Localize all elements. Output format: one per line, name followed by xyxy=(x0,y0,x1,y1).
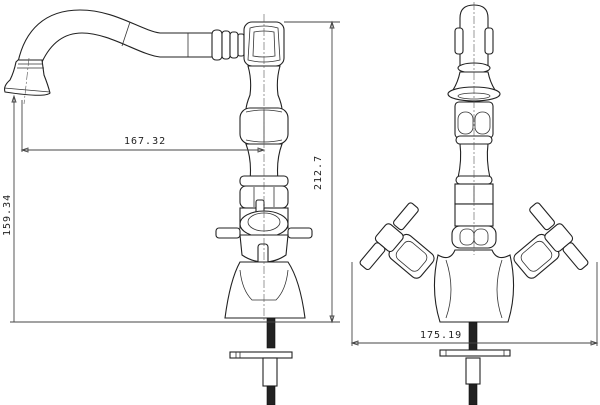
dimension-spout-height: 159.34 xyxy=(2,193,13,236)
side-view xyxy=(3,9,313,405)
dimension-spout-reach: 167.32 xyxy=(124,136,167,147)
dimension-overall-height: 212.7 xyxy=(313,154,324,190)
dimension-handle-span: 175.19 xyxy=(420,330,463,341)
dimension-lines xyxy=(10,20,599,346)
front-view xyxy=(359,2,589,405)
